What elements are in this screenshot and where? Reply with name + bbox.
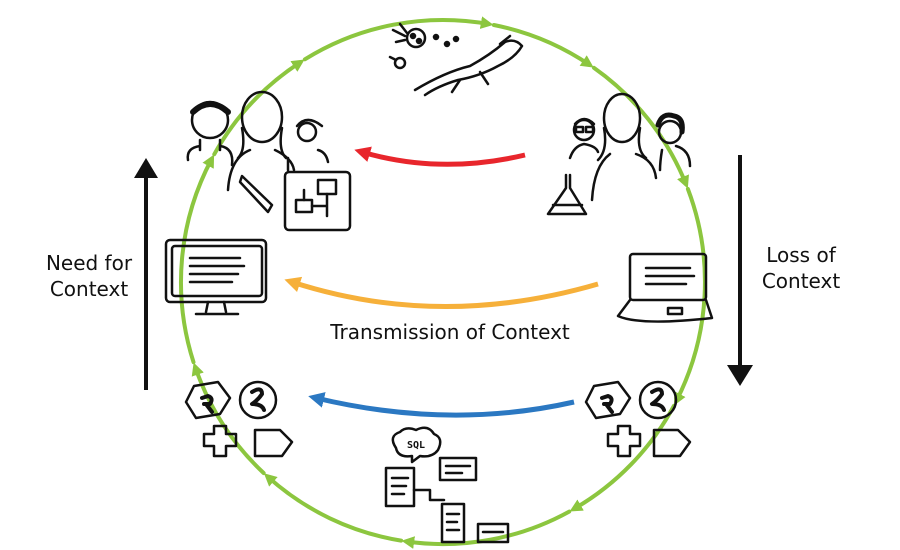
lifecycle-arc-segment (569, 403, 676, 512)
lifecycle-arc-segment (191, 362, 266, 475)
loss-of-context-arrow (727, 155, 753, 386)
blue-transmission-arrow (308, 392, 575, 418)
research-team-planning-icon (186, 90, 352, 232)
orange-transmission-arrow (284, 276, 599, 309)
lifecycle-arc-segment (178, 154, 215, 365)
transmission-of-context-label: Transmission of Context (330, 320, 570, 344)
lifecycle-arc-segment (674, 187, 707, 406)
red-transmission-arrow (354, 146, 526, 167)
lifecycle-arc-segment (592, 65, 689, 189)
software-tools-icon-left (184, 380, 294, 458)
sql-database-documents-icon (384, 426, 510, 544)
desktop-monitor-icon (164, 238, 268, 316)
loss-line-1: Loss of (766, 243, 836, 267)
lifecycle-arc-segment (302, 16, 494, 62)
loss-of-context-label: Loss of Context (742, 242, 860, 294)
software-tools-icon-right (584, 380, 692, 458)
lifecycle-arc-segment (491, 23, 594, 68)
need-for-context-label: Need for Context (30, 250, 148, 302)
lifecycle-arc-segment (263, 473, 404, 543)
sql-label: SQL (407, 440, 425, 451)
need-line-2: Context (49, 277, 129, 301)
lifecycle-arc-segment (401, 509, 572, 549)
laptop-icon (616, 252, 714, 323)
need-line-1: Need for (45, 251, 133, 275)
lifecycle-circle (178, 16, 707, 549)
loss-line-2: Context (761, 269, 841, 293)
need-for-context-arrow (134, 158, 158, 390)
lab-scientists-icon (546, 92, 692, 216)
nature-observation-icon (388, 22, 524, 97)
